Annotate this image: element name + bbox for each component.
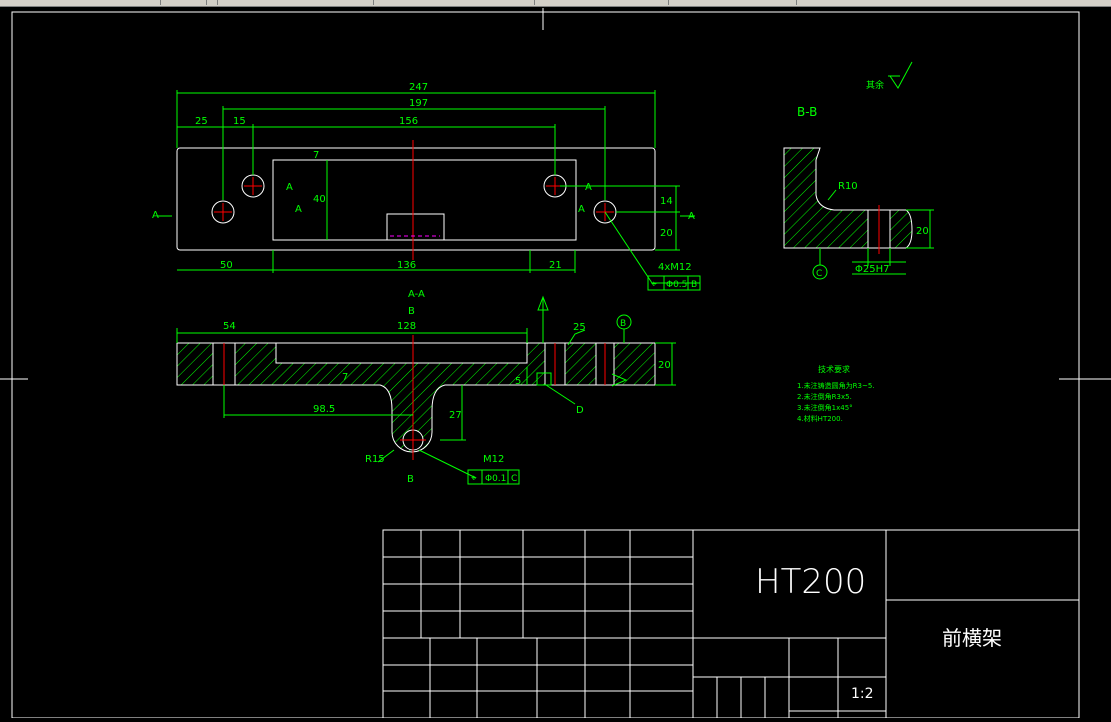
section-marker-A: A [295, 204, 302, 215]
section-aa-view[interactable]: A-A 54 128 98.5 27 5 7 20 25 B B R15 D B… [176, 289, 676, 485]
dim-27: 27 [449, 410, 462, 421]
top-view-outline [176, 147, 656, 251]
toolbar-segment[interactable] [218, 0, 374, 5]
technical-requirements: 技术要求 1.未注铸造圆角为R3~5. 2.未注倒角R3x5. 3.未注倒角1x… [797, 364, 875, 423]
dim-136: 136 [397, 260, 416, 271]
dim-7: 7 [342, 372, 348, 383]
radius-R15: R15 [365, 454, 385, 465]
section-marker-A-right: A [688, 211, 695, 222]
dim-128: 128 [397, 321, 416, 332]
fcf-tolerance: Φ0.5 [666, 280, 687, 290]
toolbar-segment[interactable] [0, 0, 161, 5]
fcf-tolerance: Φ0.1 [485, 474, 506, 484]
top-view-boss [386, 213, 445, 241]
section-aa-pocket [275, 342, 528, 364]
dim-54: 54 [223, 321, 236, 332]
dim-20: 20 [658, 360, 671, 371]
datum-C: C [816, 269, 822, 279]
section-aa-centerlines [223, 335, 606, 460]
bolt-hole [211, 200, 235, 224]
section-marker-A: A [578, 204, 585, 215]
toolbar-segment[interactable] [669, 0, 797, 5]
drawing-canvas[interactable]: 247 197 25 15 156 7 40 14 20 50 136 21 A… [0, 6, 1111, 719]
dim-40: 40 [313, 194, 326, 205]
toolbar-segment[interactable] [535, 0, 669, 5]
dim-98-5: 98.5 [313, 404, 335, 415]
window-toolbar-strip [0, 0, 1111, 7]
section-bb-profile [783, 147, 913, 249]
section-aa-profile [176, 342, 656, 453]
dim-20: 20 [916, 226, 929, 237]
radius-R10: R10 [838, 181, 858, 192]
title-block-material: HT200 [755, 562, 866, 602]
dim-5: 5 [515, 376, 521, 387]
section-marker-A: A [286, 182, 293, 193]
section-marker-B: B [407, 474, 414, 485]
dim-25: 25 [573, 322, 586, 333]
section-marker-A-left: A [152, 210, 159, 221]
dim-25: 25 [195, 116, 208, 127]
toolbar-segment[interactable] [374, 0, 535, 5]
dim-14: 14 [660, 196, 673, 207]
hole-callout: 4xM12 [658, 262, 692, 273]
section-bb-dimension-lines [812, 189, 934, 280]
title-block[interactable] [382, 529, 1080, 719]
tech-req-item: 4.材料HT200. [797, 414, 843, 423]
dim-197: 197 [409, 98, 428, 109]
datum-B: B [620, 319, 626, 329]
dim-50: 50 [220, 260, 233, 271]
fcf-datum: C [511, 474, 517, 484]
section-aa-dimension-lines [176, 295, 676, 485]
section-bb-title: B-B [797, 105, 817, 119]
fcf-datum: B [691, 280, 697, 290]
dim-156: 156 [399, 116, 418, 127]
tech-req-item: 3.未注倒角1x45° [797, 403, 853, 412]
title-block-scale: 1:2 [851, 686, 874, 702]
surface-roughness-note: 其余 [866, 61, 913, 91]
dim-21: 21 [549, 260, 562, 271]
tech-req-title: 技术要求 [818, 364, 850, 374]
roughness-symbol-icon [889, 61, 913, 89]
dim-247: 247 [409, 82, 428, 93]
detail-label-D: D [576, 405, 584, 416]
svg-text:其余: 其余 [866, 79, 884, 91]
dim-bore-25: Φ25H7 [855, 264, 889, 275]
thread-callout: M12 [483, 454, 504, 465]
tech-req-item: 2.未注倒角R3x5. [797, 392, 852, 401]
position-tolerance-icon: ⌖ [651, 279, 657, 290]
title-block-part-name: 前横架 [942, 626, 1002, 650]
dim-15: 15 [233, 116, 246, 127]
top-dimension-lines [157, 90, 701, 291]
section-aa-title: A-A [408, 289, 425, 300]
section-bb-view[interactable]: B-B R10 20 Φ25H7 C [783, 105, 934, 280]
section-marker-B: B [408, 306, 415, 317]
dim-20: 20 [660, 228, 673, 239]
dim-7: 7 [313, 150, 319, 161]
centerlines [214, 140, 614, 260]
section-marker-A: A [585, 182, 592, 193]
tech-req-item: 1.未注铸造圆角为R3~5. [797, 381, 875, 390]
toolbar-segment[interactable] [161, 0, 207, 5]
position-tolerance-icon: ⌖ [471, 473, 477, 484]
toolbar-segment[interactable] [207, 0, 218, 5]
top-view[interactable]: 247 197 25 15 156 7 40 14 20 50 136 21 A… [152, 82, 701, 291]
